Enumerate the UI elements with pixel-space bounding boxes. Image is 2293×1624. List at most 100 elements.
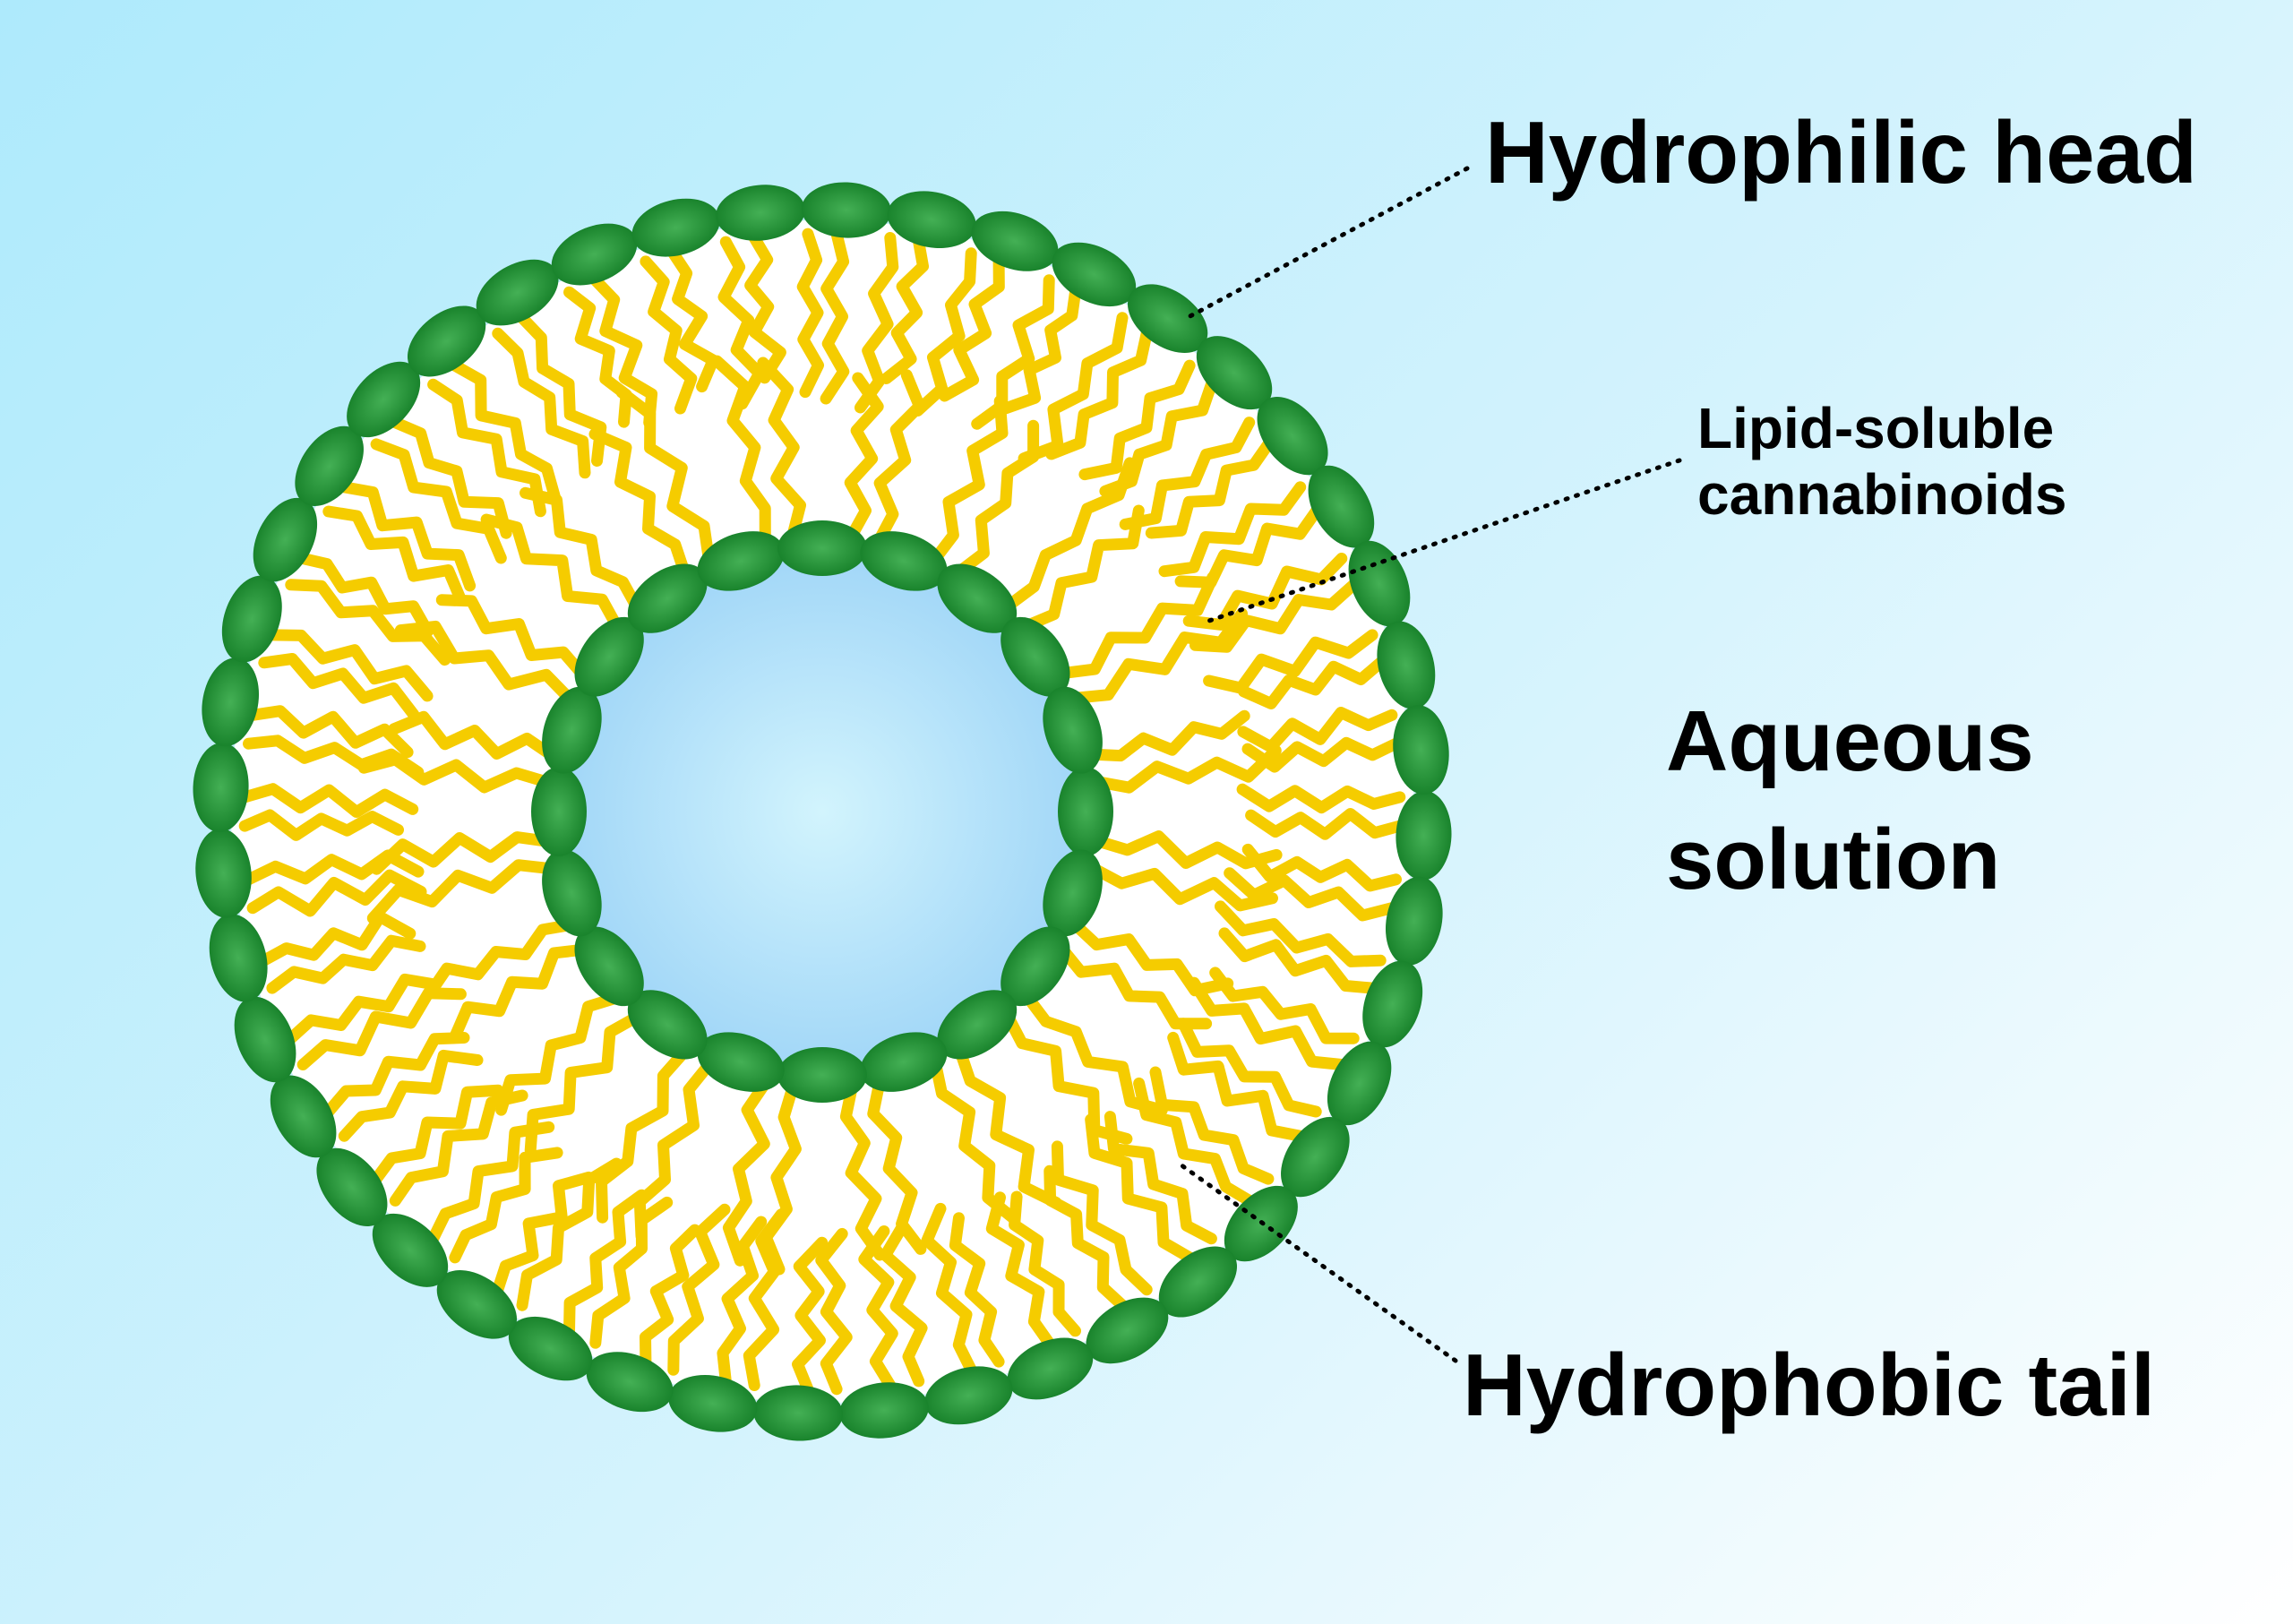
head bbox=[195, 829, 252, 918]
tail bbox=[258, 653, 420, 721]
tail bbox=[1133, 1077, 1256, 1207]
tail bbox=[1085, 1113, 1196, 1264]
tail bbox=[839, 1081, 886, 1261]
hydrophobic-tails bbox=[238, 228, 1406, 1396]
tail bbox=[1002, 1011, 1133, 1145]
tail bbox=[266, 934, 426, 994]
tail bbox=[1069, 919, 1234, 997]
tail bbox=[880, 236, 929, 384]
tail bbox=[366, 859, 557, 924]
tail bbox=[1087, 863, 1278, 912]
head bbox=[574, 616, 644, 697]
head bbox=[1308, 465, 1375, 548]
head bbox=[234, 996, 296, 1083]
tail bbox=[1245, 808, 1406, 840]
head bbox=[436, 1270, 518, 1339]
tail bbox=[238, 783, 419, 818]
tail bbox=[589, 274, 658, 429]
tail bbox=[855, 232, 899, 414]
head bbox=[1362, 960, 1423, 1048]
head bbox=[1058, 767, 1113, 856]
tail bbox=[1177, 1018, 1322, 1118]
tail bbox=[516, 312, 607, 467]
tail bbox=[717, 236, 766, 410]
head bbox=[697, 531, 785, 591]
tail bbox=[949, 1212, 1005, 1368]
tail bbox=[844, 372, 884, 542]
head bbox=[253, 497, 318, 582]
head bbox=[668, 1374, 758, 1432]
head bbox=[270, 1075, 337, 1158]
tail bbox=[285, 973, 441, 1044]
tail bbox=[389, 417, 512, 539]
head bbox=[1007, 1337, 1094, 1400]
tail bbox=[1158, 481, 1307, 578]
tail bbox=[596, 1046, 691, 1224]
tail bbox=[1236, 783, 1406, 814]
tail bbox=[743, 1208, 787, 1391]
tail bbox=[1209, 967, 1360, 1044]
label-hydrophilic-head: Hydrophilic head bbox=[1485, 103, 2197, 202]
head bbox=[209, 914, 268, 1002]
head bbox=[860, 531, 948, 591]
head bbox=[697, 1032, 785, 1092]
head bbox=[542, 686, 602, 774]
head bbox=[508, 1316, 593, 1381]
tail bbox=[1145, 438, 1275, 539]
tail bbox=[792, 1236, 829, 1396]
tail bbox=[427, 1121, 555, 1245]
tail bbox=[524, 1011, 642, 1156]
tail bbox=[710, 355, 771, 546]
tail bbox=[449, 359, 562, 503]
head bbox=[1127, 284, 1208, 353]
tail bbox=[1182, 553, 1348, 631]
head bbox=[1043, 849, 1103, 937]
tail bbox=[1237, 707, 1398, 753]
tail bbox=[370, 1084, 504, 1185]
tail bbox=[1057, 943, 1213, 1030]
tail bbox=[370, 438, 507, 564]
leader-line-head bbox=[1182, 166, 1470, 322]
tail bbox=[757, 357, 806, 542]
tail bbox=[492, 327, 591, 479]
head bbox=[586, 1352, 674, 1413]
head bbox=[1158, 1246, 1238, 1318]
tail bbox=[449, 943, 588, 1043]
tail bbox=[633, 1059, 715, 1242]
tail bbox=[867, 1077, 927, 1255]
head bbox=[839, 1382, 929, 1439]
head bbox=[476, 259, 559, 326]
tail bbox=[1002, 457, 1136, 612]
tail bbox=[1092, 830, 1283, 870]
tail bbox=[999, 286, 1081, 415]
tail bbox=[640, 1224, 701, 1368]
tail bbox=[389, 1089, 528, 1207]
hydrophilic-heads bbox=[193, 182, 1452, 1441]
tail bbox=[492, 1171, 595, 1296]
label-cannabinoids: cannabinoids bbox=[1697, 462, 2067, 527]
head bbox=[1052, 242, 1137, 307]
tail bbox=[796, 228, 824, 399]
tail bbox=[520, 486, 642, 612]
head bbox=[202, 657, 260, 747]
tail bbox=[717, 1216, 768, 1388]
head bbox=[1086, 1297, 1169, 1364]
tail bbox=[357, 753, 553, 794]
head bbox=[542, 849, 602, 937]
tail bbox=[1218, 927, 1378, 994]
tail bbox=[1051, 1140, 1153, 1296]
head bbox=[1348, 540, 1411, 627]
head bbox=[347, 361, 421, 438]
label-hydrophobic-tail: Hydrophobic tail bbox=[1463, 1336, 2155, 1434]
tail bbox=[912, 247, 977, 417]
tail bbox=[722, 1077, 771, 1267]
tail bbox=[296, 553, 434, 638]
tail bbox=[1119, 417, 1256, 530]
leader-line-cannabinoids bbox=[1204, 458, 1682, 624]
tail bbox=[1167, 1031, 1307, 1142]
tail bbox=[640, 255, 698, 415]
head bbox=[971, 211, 1059, 271]
head bbox=[924, 1366, 1013, 1425]
tail bbox=[1241, 843, 1402, 892]
